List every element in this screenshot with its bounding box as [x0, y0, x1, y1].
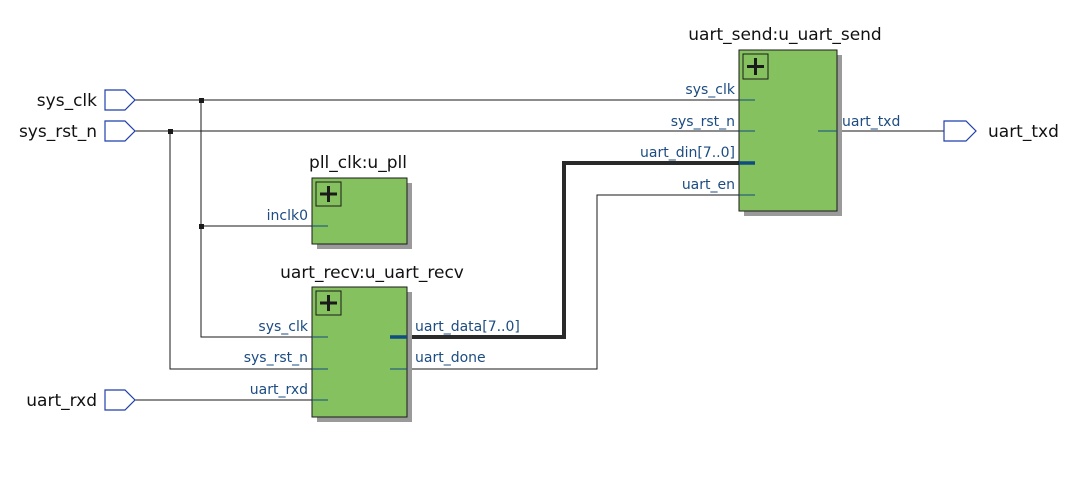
- bus-uart-data-to-din[interactable]: [390, 161, 755, 339]
- junction-sys-clk-pll: [199, 224, 204, 229]
- block-title: uart_recv:u_uart_recv: [280, 263, 464, 283]
- input-port-icon: [104, 389, 136, 411]
- pin-uart-data[interactable]: uart_data[7..0]: [415, 319, 520, 335]
- wires: [135, 98, 944, 401]
- block-body[interactable]: [311, 286, 408, 418]
- port-sys-rst-n[interactable]: sys_rst_n: [19, 120, 136, 142]
- port-label: sys_rst_n: [19, 122, 97, 142]
- output-port-icon: [943, 120, 977, 142]
- port-label: sys_clk: [37, 91, 97, 111]
- pin-sys-rst-n[interactable]: sys_rst_n: [671, 114, 735, 130]
- block-body[interactable]: [311, 177, 408, 245]
- port-uart-rxd[interactable]: uart_rxd: [26, 389, 136, 411]
- block-pll-clk[interactable]: pll_clk:u_pll inclk0: [267, 153, 412, 249]
- pin-uart-din[interactable]: uart_din[7..0]: [640, 145, 735, 161]
- pin-uart-txd[interactable]: uart_txd: [842, 114, 900, 130]
- pin-uart-done[interactable]: uart_done: [415, 350, 486, 366]
- expand-icon[interactable]: [315, 290, 342, 316]
- pin-uart-rxd[interactable]: uart_rxd: [250, 382, 308, 398]
- wire-uart-done-to-en[interactable]: [390, 194, 755, 370]
- block-title: uart_send:u_uart_send: [688, 25, 881, 45]
- input-port-icon: [104, 120, 136, 142]
- block-uart-send[interactable]: uart_send:u_uart_send sys_clk sys_rst_n …: [640, 25, 900, 216]
- expand-icon[interactable]: [742, 53, 769, 80]
- junction-sys-clk: [199, 98, 204, 103]
- wire-sys-rst-n-branch[interactable]: [169, 131, 312, 370]
- block-title: pll_clk:u_pll: [309, 153, 407, 173]
- input-port-icon: [104, 89, 136, 111]
- port-label: uart_rxd: [26, 391, 97, 411]
- pin-inclk0[interactable]: inclk0: [267, 208, 308, 224]
- junction-sys-rst-n: [168, 129, 173, 134]
- port-sys-clk[interactable]: sys_clk: [37, 89, 136, 111]
- pin-sys-clk[interactable]: sys_clk: [685, 82, 735, 98]
- pin-uart-en[interactable]: uart_en: [682, 177, 735, 193]
- block-uart-recv[interactable]: uart_recv:u_uart_recv sys_clk sys_rst_n …: [244, 263, 520, 422]
- port-uart-txd[interactable]: uart_txd: [943, 120, 1059, 142]
- wire-sys-clk-branch[interactable]: [200, 100, 312, 338]
- pin-sys-clk[interactable]: sys_clk: [258, 319, 308, 335]
- port-label: uart_txd: [988, 122, 1059, 142]
- expand-icon[interactable]: [315, 181, 342, 207]
- pin-sys-rst-n[interactable]: sys_rst_n: [244, 350, 308, 366]
